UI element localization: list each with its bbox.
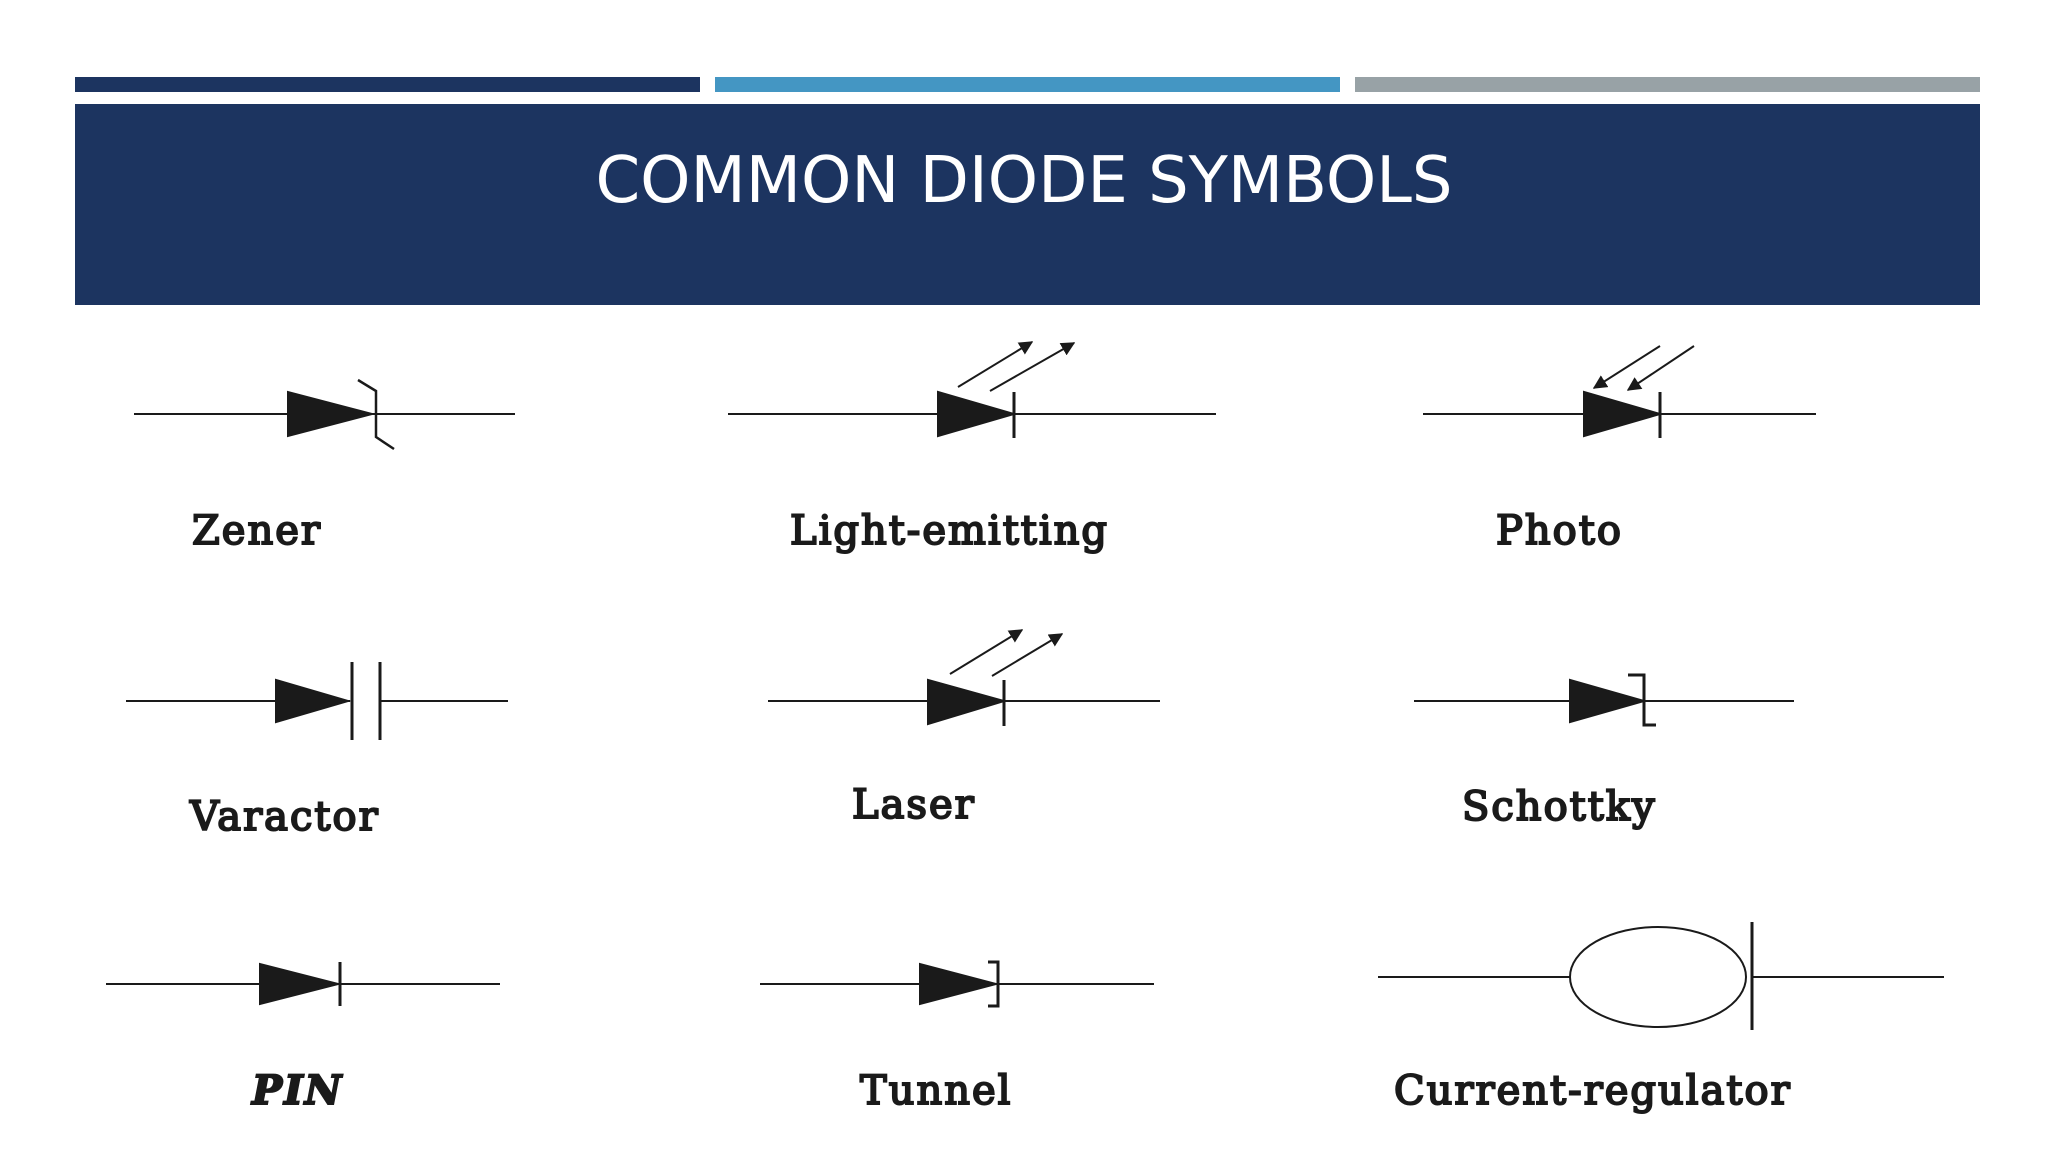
label-schottky: Schottky — [1462, 784, 1657, 830]
accent-bar-gray — [1355, 77, 1980, 92]
photo-diode-symbol — [1423, 345, 1816, 438]
label-current-regulator: Current-regulator — [1394, 1068, 1792, 1114]
current-regulator-diode-symbol — [1378, 922, 1944, 1030]
light-emitting-diode-symbol — [728, 341, 1216, 438]
zener-diode-symbol — [134, 378, 515, 451]
label-laser: Laser — [852, 782, 976, 828]
label-photo: Photo — [1496, 508, 1623, 554]
label-pin: PIN — [251, 1067, 343, 1114]
label-light-emitting: Light-emitting — [790, 508, 1109, 554]
laser-diode-symbol — [768, 629, 1160, 726]
tunnel-diode-symbol — [760, 960, 1154, 1008]
label-varactor: Varactor — [189, 794, 380, 840]
label-tunnel: Tunnel — [860, 1068, 1012, 1114]
varactor-diode-symbol — [126, 662, 508, 740]
schottky-diode-symbol — [1414, 673, 1794, 727]
title-band — [75, 104, 1980, 305]
accent-bar-blue — [715, 77, 1340, 92]
accent-bar-dark — [75, 77, 700, 92]
slide-title: COMMON DIODE SYMBOLS — [595, 144, 1453, 218]
label-zener: Zener — [192, 508, 322, 554]
pin-diode-symbol — [106, 962, 500, 1006]
